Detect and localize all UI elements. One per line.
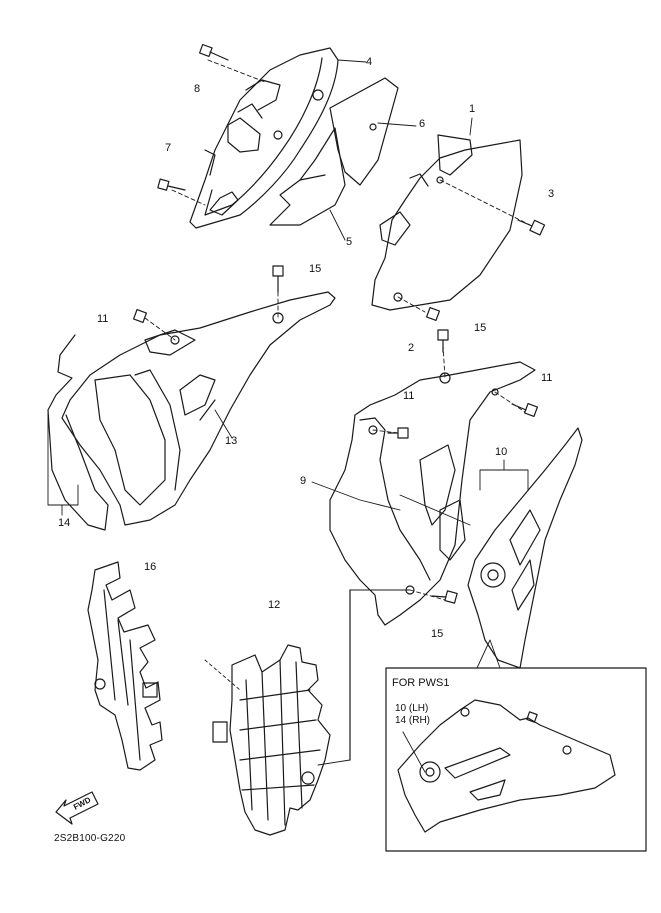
inset-box — [349, 589, 647, 852]
callout-4: 4 — [366, 56, 373, 68]
callout-11-right: 11 — [541, 372, 553, 384]
callout-5: 5 — [346, 236, 353, 248]
callout-11-mid: 11 — [403, 390, 415, 402]
part-16-radiator-guard — [87, 561, 163, 771]
bolt-11-left — [132, 308, 148, 324]
part-5-side-cover — [269, 127, 346, 226]
callout-9: 9 — [300, 475, 307, 487]
callout-6: 6 — [419, 118, 426, 130]
callout-10: 10 — [495, 446, 508, 458]
bolt-2 — [425, 306, 441, 322]
part-14-shroud-graphic — [47, 334, 109, 531]
bolts — [132, 43, 546, 604]
callout-8: 8 — [194, 83, 201, 95]
bolt-15-mid — [437, 329, 449, 353]
part-13-radiator-shroud-left — [61, 291, 336, 526]
callout-7: 7 — [165, 142, 172, 154]
diagram-code: 2S2B100-G220 — [54, 833, 126, 844]
callout-15-low: 15 — [431, 628, 444, 640]
callout-1: 1 — [469, 103, 476, 115]
bolt-11-right — [511, 402, 539, 418]
part-6-number-plate — [329, 77, 399, 186]
bolt-7 — [157, 178, 186, 191]
callout-2: 2 — [408, 342, 415, 354]
inset-title: FOR PWS1 — [392, 677, 450, 689]
inset-label-rh: 14 (RH) — [395, 715, 431, 726]
bolt-15-top — [272, 265, 284, 293]
inset-graphic — [397, 699, 616, 833]
bolt-15-low — [431, 590, 458, 604]
bolt-3 — [517, 219, 546, 236]
callout-13: 13 — [225, 435, 238, 447]
callout-15-mid: 15 — [474, 322, 487, 334]
callout-14: 14 — [58, 517, 71, 529]
callout-16: 16 — [144, 561, 157, 573]
bolt-8 — [198, 43, 229, 61]
bolt-11-mid — [387, 427, 409, 439]
callout-11-left: 11 — [97, 313, 109, 325]
part-10-shroud-graphic — [467, 427, 583, 669]
callout-3: 3 — [548, 188, 555, 200]
callout-12: 12 — [268, 599, 281, 611]
part-12-radiator-guard — [212, 644, 331, 836]
part-1-number-plate — [371, 134, 523, 311]
part-9-radiator-shroud-right — [329, 361, 536, 626]
callout-15-top: 15 — [309, 263, 322, 275]
fwd-arrow-icon — [55, 791, 99, 825]
part-4-number-plate-bracket — [189, 47, 339, 229]
inset-label-lh: 10 (LH) — [395, 703, 429, 714]
